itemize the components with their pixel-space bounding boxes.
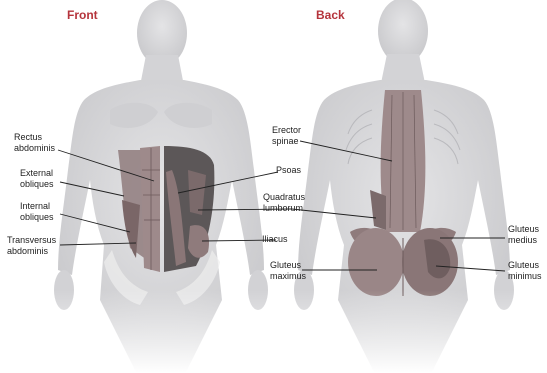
label-line: abdominis <box>7 246 56 257</box>
label-gluteus-minimus: Gluteus minimus <box>508 260 542 282</box>
label-line: lumborum <box>263 203 305 214</box>
label-line: Psoas <box>276 165 301 176</box>
back-heading: Back <box>316 8 345 22</box>
label-line: medius <box>508 235 539 246</box>
label-line: minimus <box>508 271 542 282</box>
label-rectus-abdominis: Rectus abdominis <box>14 132 55 154</box>
bottom-fade <box>0 290 547 373</box>
label-line: Quadratus <box>263 192 305 203</box>
label-line: Erector <box>272 125 301 136</box>
label-iliacus: Iliacus <box>262 234 288 245</box>
label-line: External <box>20 168 54 179</box>
label-line: obliques <box>20 212 54 223</box>
label-line: obliques <box>20 179 54 190</box>
label-line: Iliacus <box>262 234 288 245</box>
label-line: Gluteus <box>508 224 539 235</box>
label-line: Gluteus <box>270 260 306 271</box>
label-psoas: Psoas <box>276 165 301 176</box>
label-line: abdominis <box>14 143 55 154</box>
back-gluteus-maximus-left <box>348 228 404 296</box>
label-line: Rectus <box>14 132 55 143</box>
label-gluteus-maximus: Gluteus maximus <box>270 260 306 282</box>
label-internal-obliques: Internal obliques <box>20 201 54 223</box>
label-quadratus-lumborum: Quadratus lumborum <box>263 192 305 214</box>
label-line: maximus <box>270 271 306 282</box>
front-heading: Front <box>67 8 98 22</box>
label-transversus-abdominis: Transversus abdominis <box>7 235 56 257</box>
label-erector-spinae: Erector spinae <box>272 125 301 147</box>
label-line: spinae <box>272 136 301 147</box>
label-line: Transversus <box>7 235 56 246</box>
label-line: Internal <box>20 201 54 212</box>
label-gluteus-medius: Gluteus medius <box>508 224 539 246</box>
label-external-obliques: External obliques <box>20 168 54 190</box>
label-line: Gluteus <box>508 260 542 271</box>
